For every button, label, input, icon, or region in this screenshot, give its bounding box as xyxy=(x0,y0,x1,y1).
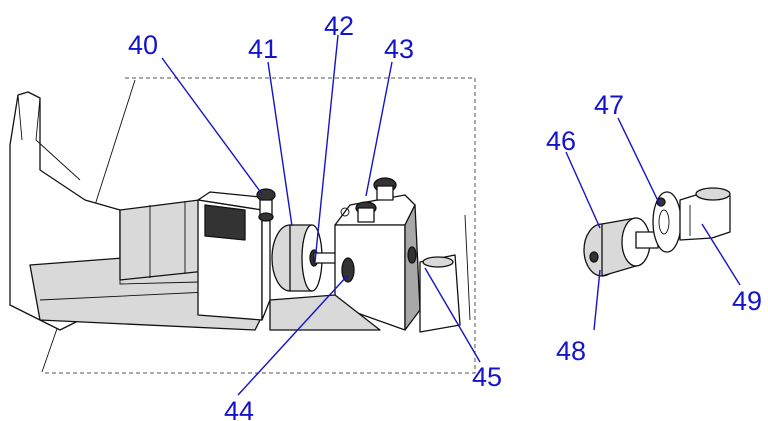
leader-lines xyxy=(161,34,741,396)
callout-48: 48 xyxy=(556,336,586,366)
callout-42: 42 xyxy=(324,11,354,41)
callout-40: 40 xyxy=(128,30,158,60)
callout-41: 41 xyxy=(248,34,278,64)
callout-45: 45 xyxy=(472,362,502,392)
part-49-adapter xyxy=(679,187,731,241)
part-47-washer xyxy=(652,191,682,253)
part-40-block xyxy=(197,188,276,321)
callout-47: 47 xyxy=(594,90,624,120)
callout-labels: 40 41 42 43 44 45 46 47 48 49 xyxy=(128,11,762,421)
callout-43: 43 xyxy=(384,34,414,64)
detail-boundary xyxy=(45,77,476,374)
callout-49: 49 xyxy=(732,286,762,316)
callout-44: 44 xyxy=(224,396,254,421)
callout-46: 46 xyxy=(546,126,576,156)
part-43-housing xyxy=(269,177,421,331)
part-46-coupler xyxy=(583,217,659,277)
